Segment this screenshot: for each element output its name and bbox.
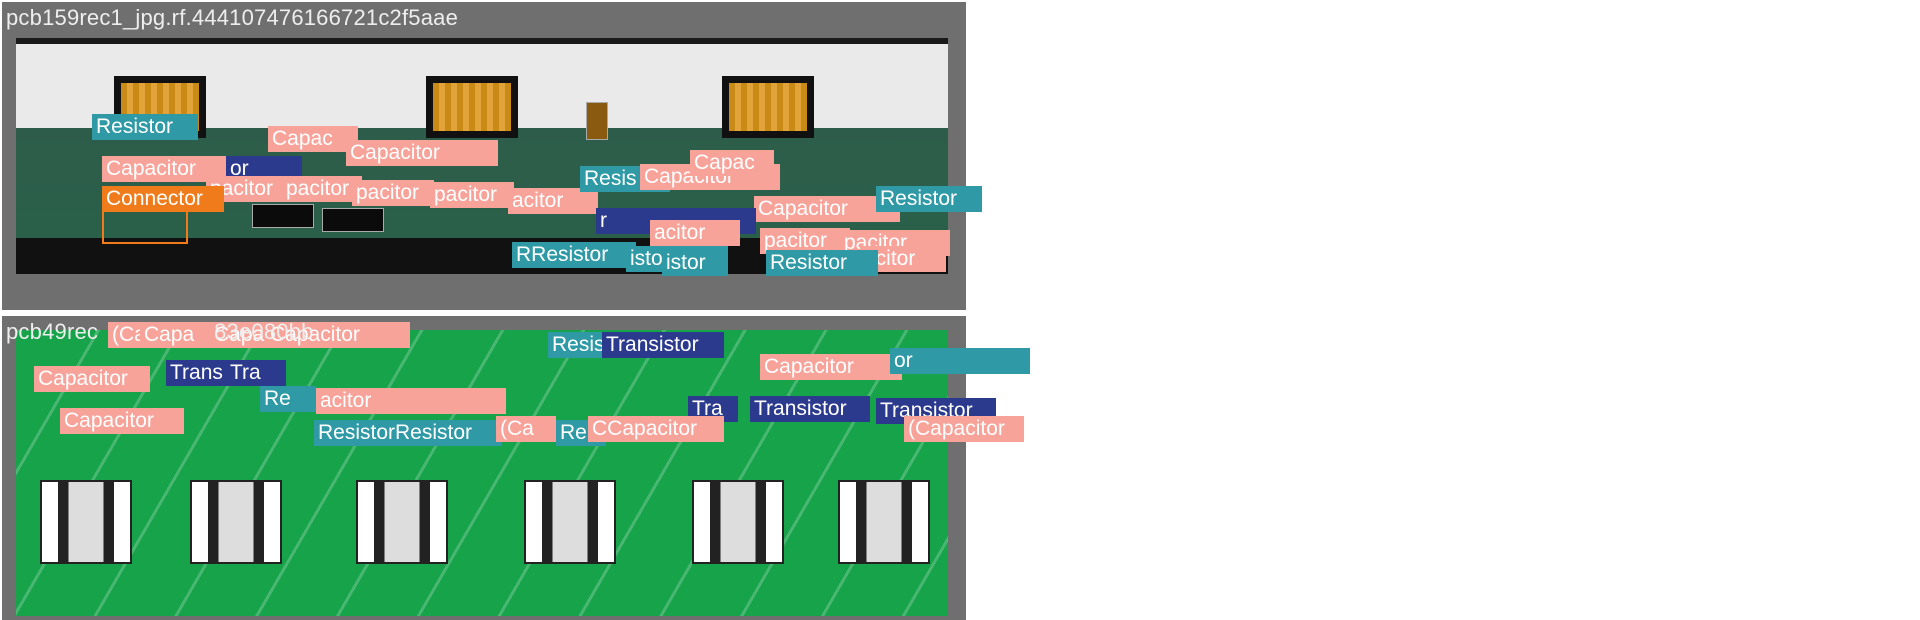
- ferrite-transformer: [524, 480, 616, 564]
- capacitor-label: Capacitor: [754, 196, 900, 222]
- transistor-label: Transistor: [750, 396, 870, 422]
- ferrite-transformer: [356, 480, 448, 564]
- resistor-label: ResistorResistor: [314, 420, 502, 446]
- resistor-label: istor: [662, 250, 728, 276]
- capacitor-label: Capacitor: [266, 322, 410, 348]
- capacitor-label: Capacitor: [346, 140, 498, 166]
- ic-chip: [252, 204, 314, 228]
- capacitor-label: pacitor: [430, 182, 514, 208]
- capacitor-label: Capacitor: [34, 366, 150, 392]
- resistor-label: or: [890, 348, 1030, 374]
- resistor-label: RResistor: [512, 242, 636, 268]
- capacitor-label: Capac: [690, 150, 774, 176]
- capacitor-label: Capacitor: [60, 408, 184, 434]
- connector-label: Connector: [102, 186, 224, 212]
- ferrite-transformer: [40, 480, 132, 564]
- connector-box: [102, 208, 188, 244]
- ferrite-transformer: [692, 480, 784, 564]
- capacitor-label: Capac: [268, 126, 358, 152]
- ferrite-transformer: [190, 480, 282, 564]
- resistor-label: Resistor: [92, 114, 198, 140]
- image-panel-top: pcb159rec1_jpg.rf.444107476166721c2f5aae: [2, 2, 966, 310]
- capacitor-label: acitor: [316, 388, 506, 414]
- capacitor-label: pacitor: [760, 228, 850, 254]
- ferrite-transformer: [838, 480, 930, 564]
- transistor-label: Tra: [226, 360, 286, 386]
- capacitor-label: Capa: [140, 322, 220, 348]
- capacitor-label: Capacitor: [102, 156, 226, 182]
- resistor-label: Re: [260, 386, 316, 412]
- capacitor-label: (Ca: [496, 416, 556, 442]
- capacitor-label: Capacitor: [760, 354, 902, 380]
- capacitor-label: acitor: [650, 220, 740, 246]
- resistor-label: Resistor: [876, 186, 982, 212]
- capacitor-label: pacitor: [352, 180, 434, 206]
- image-filename-label: pcb159rec1_jpg.rf.444107476166721c2f5aae: [6, 5, 459, 30]
- ic-chip: [322, 208, 384, 232]
- capacitor-label: pacitor: [282, 176, 362, 202]
- capacitor-label: acitor: [508, 188, 598, 214]
- transformer: [722, 76, 814, 138]
- transformer: [426, 76, 518, 138]
- capacitor-label: CCapacitor: [588, 416, 724, 442]
- transistor-label: Trans: [166, 360, 246, 386]
- transistor-label: Transistor: [602, 332, 724, 358]
- resistor-label: Resistor: [766, 250, 878, 276]
- capacitor-label: (Capacitor: [904, 416, 1024, 442]
- ic-chip: [586, 102, 608, 140]
